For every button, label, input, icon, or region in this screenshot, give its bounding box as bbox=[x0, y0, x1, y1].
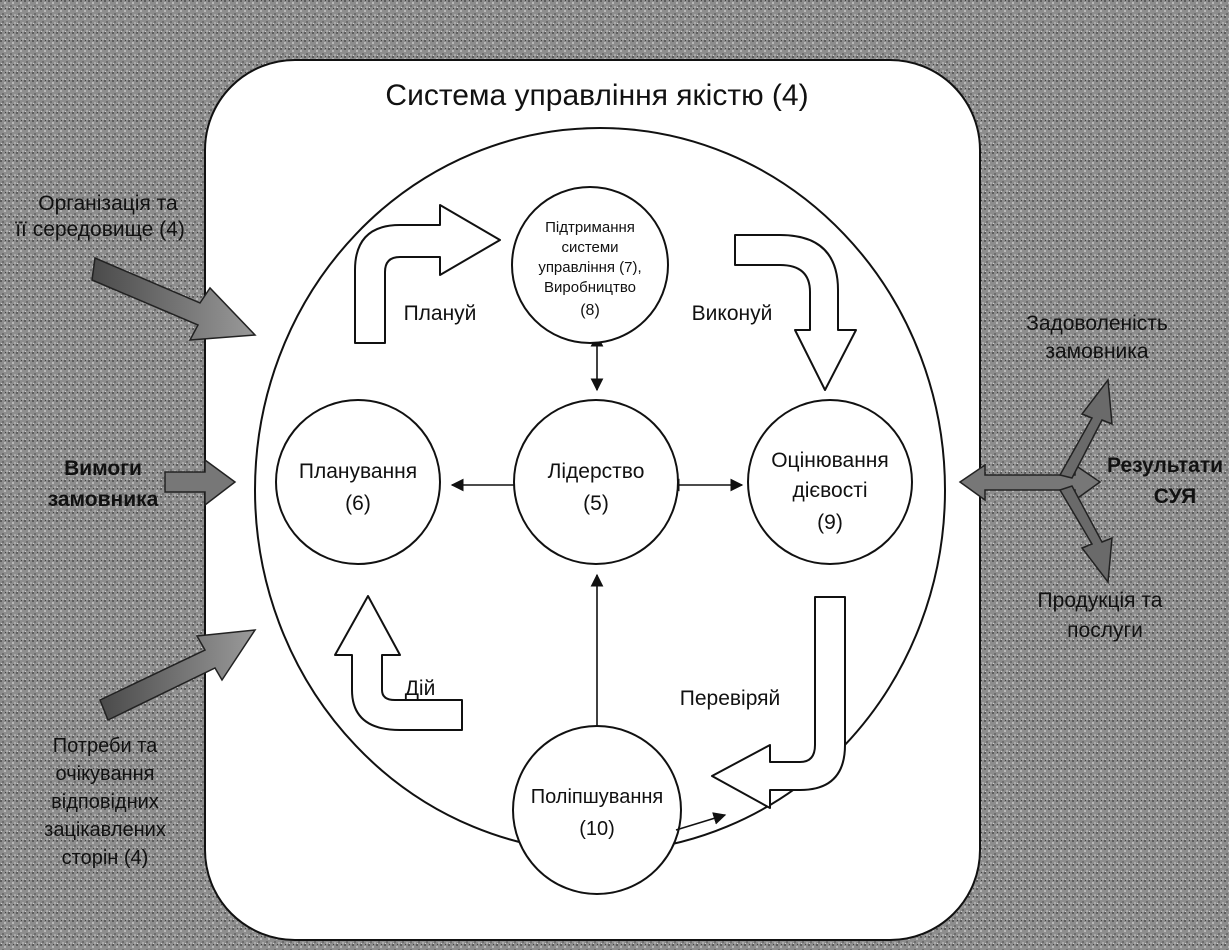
support-circle bbox=[511, 186, 669, 344]
leadership-circle bbox=[513, 399, 679, 565]
requirements-line-1: Вимоги bbox=[64, 457, 142, 480]
needs-line-2: очікування bbox=[56, 763, 155, 785]
needs-line-4: зацікавлених bbox=[44, 819, 166, 841]
requirements-line-2: замовника bbox=[48, 488, 159, 511]
improvement-circle bbox=[512, 725, 682, 895]
output-arrows bbox=[958, 378, 1113, 584]
support-line-3: управління (7), bbox=[538, 259, 641, 276]
organization-line-2: її середовище (4) bbox=[14, 218, 185, 241]
leadership-line-1: Лідерство bbox=[548, 460, 645, 483]
evaluation-circle bbox=[747, 399, 913, 565]
act-label: Дій bbox=[405, 677, 436, 700]
improvement-line-1: Поліпшування bbox=[531, 786, 664, 808]
improvement-line-2: (10) bbox=[579, 818, 615, 840]
support-line-2: системи bbox=[561, 239, 618, 256]
do-arrow bbox=[734, 234, 857, 391]
satisfaction-arrow bbox=[1058, 378, 1113, 479]
needs-line-1: Потреби та bbox=[53, 735, 158, 757]
pdca-arrows bbox=[334, 204, 857, 809]
needs-label: Потреби та очікування відповідних заціка… bbox=[44, 735, 166, 869]
organization-line-1: Організація та bbox=[38, 192, 178, 215]
requirements-label: Вимоги замовника bbox=[48, 457, 159, 511]
needs-arrow bbox=[99, 629, 257, 722]
planning-line-2: (6) bbox=[345, 492, 371, 515]
check-label: Перевіряй bbox=[680, 687, 781, 710]
evaluation-line-3: (9) bbox=[817, 511, 843, 534]
support-line-5: (8) bbox=[580, 302, 600, 319]
plan-arrow bbox=[354, 204, 501, 344]
organization-label: Організація та її середовище (4) bbox=[14, 192, 185, 241]
satisfaction-line-1: Задоволеність bbox=[1026, 312, 1168, 335]
results-line-2: СУЯ bbox=[1154, 485, 1197, 508]
satisfaction-line-2: замовника bbox=[1045, 340, 1149, 363]
organization-arrow bbox=[91, 256, 257, 341]
qms-title: Система управління якістю (4) bbox=[385, 79, 808, 112]
products-line-2: послуги bbox=[1067, 619, 1143, 642]
evaluation-line-1: Оцінювання bbox=[771, 449, 889, 472]
products-line-1: Продукція та bbox=[1038, 589, 1163, 612]
support-line-4: Виробництво bbox=[544, 279, 636, 296]
planning-line-1: Планування bbox=[299, 460, 417, 483]
planning-circle bbox=[275, 399, 441, 565]
improvement-out-arrow bbox=[675, 812, 727, 831]
support-line-1: Підтримання bbox=[545, 219, 635, 236]
results-line-1: Результати bbox=[1107, 454, 1223, 477]
improvement-text: Поліпшування (10) bbox=[531, 786, 664, 840]
products-arrow bbox=[1058, 485, 1113, 584]
leadership-line-2: (5) bbox=[583, 492, 609, 515]
products-label: Продукція та послуги bbox=[1038, 589, 1163, 642]
results-label: Результати СУЯ bbox=[1107, 454, 1223, 508]
do-label: Виконуй bbox=[692, 302, 773, 325]
input-arrows bbox=[91, 256, 257, 722]
planning-text: Планування (6) bbox=[299, 460, 417, 515]
satisfaction-label: Задоволеність замовника bbox=[1026, 312, 1168, 363]
evaluation-line-2: дієвості bbox=[792, 479, 867, 502]
evaluation-text: Оцінювання дієвості (9) bbox=[771, 449, 889, 534]
plan-label: Плануй bbox=[404, 302, 477, 325]
leadership-text: Лідерство (5) bbox=[548, 460, 645, 515]
needs-line-5: сторін (4) bbox=[62, 847, 149, 869]
act-arrow bbox=[334, 595, 463, 731]
check-arrow bbox=[711, 596, 846, 809]
requirements-arrow bbox=[164, 458, 237, 507]
results-arrow bbox=[958, 463, 1102, 502]
support-text: Підтримання системи управління (7), Виро… bbox=[538, 219, 641, 319]
needs-line-3: відповідних bbox=[51, 791, 159, 813]
